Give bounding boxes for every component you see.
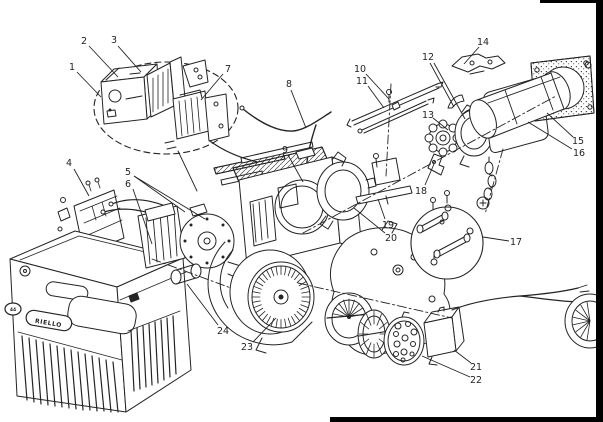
callout-leader-3 [117,45,142,73]
center-axis-lines [151,83,557,319]
perforated-grille-disc [383,311,425,366]
callout-leader-17 [482,236,510,242]
callout-label-6: 6 [125,179,131,190]
burner-cover: RIELLO 44 [4,230,192,413]
callout-label-9: 9 [282,145,288,156]
motor [469,55,595,139]
callout-label-22: 22 [470,375,482,386]
callout-leader-12 [433,62,466,120]
callout-leader-20 [353,207,386,234]
callout-label-4: 4 [66,158,72,169]
photocell-cable [239,105,332,132]
callout-label-8: 8 [286,79,292,90]
callout-leader-6 [132,188,153,245]
callout-label-16: 16 [573,148,585,159]
capacitor-wires [451,287,585,311]
cover-front-vents [21,335,119,413]
fan-wheel [247,261,315,333]
callout-label-23: 23 [241,342,253,353]
cover-side-vents [130,315,177,392]
callout-label-18: 18 [415,186,427,197]
detail-circle [410,190,490,280]
callout-label-17: 17 [510,237,522,248]
callout-leader-15 [546,112,574,138]
callout-label-24: 24 [217,326,229,337]
model-badge-text: 44 [10,307,16,313]
ignition-transformer [172,89,230,142]
mounting-bracket [451,53,506,75]
callout-leader-5 [133,175,206,220]
callout-leader-7 [200,73,224,101]
callout-leader-5 [133,175,186,213]
capacitor [423,284,594,366]
air-tube-flange [316,151,413,230]
oil-pump [100,199,253,282]
callout-label-15: 15 [572,136,584,147]
air-damper-disc [357,309,391,359]
callout-leader-21 [453,349,472,364]
callout-label-13: 13 [422,110,434,121]
callout-leader-1 [76,71,102,98]
callout-label-21: 21 [470,362,482,373]
callout-leader-2 [88,45,119,78]
scan-borders [330,0,603,422]
callout-label-1: 1 [69,62,75,73]
callout-label-3: 3 [111,35,117,46]
dashed-cover-outline [93,61,239,192]
model-badge: 44 [4,302,22,316]
callout-label-14: 14 [477,37,489,48]
connector-sub-base [146,56,209,118]
callout-label-2: 2 [81,36,87,47]
callout-leader-9 [287,154,304,183]
callout-label-5: 5 [125,167,131,178]
callout-label-19: 19 [382,220,394,231]
nozzle-line-rods [346,81,444,134]
callout-leader-10 [365,73,390,100]
callout-leader-19 [377,198,386,220]
callout-leader-4 [73,168,90,197]
callout-leader-8 [290,89,307,129]
callout-leader-24 [186,283,219,326]
callout-label-12: 12 [422,52,434,63]
callout-leader-13 [432,117,449,131]
callout-label-7: 7 [225,64,231,75]
callout-leader-22 [421,355,471,378]
callout-leader-14 [463,46,480,65]
callout-leader-16 [527,121,573,150]
callout-label-10: 10 [354,64,366,75]
brand-badge: RIELLO [25,309,73,332]
shaft-coupling [170,263,202,285]
callout-label-11: 11 [356,76,368,87]
callout-leader-23 [252,317,277,343]
edge-damper-disc [564,293,603,349]
callout-label-20: 20 [385,233,397,244]
callout-leader-12 [429,62,455,108]
hook-chain [483,156,497,201]
callout-leader-11 [367,85,385,109]
brand-badge-text: RIELLO [34,318,62,330]
callout-leader-18 [424,163,435,186]
